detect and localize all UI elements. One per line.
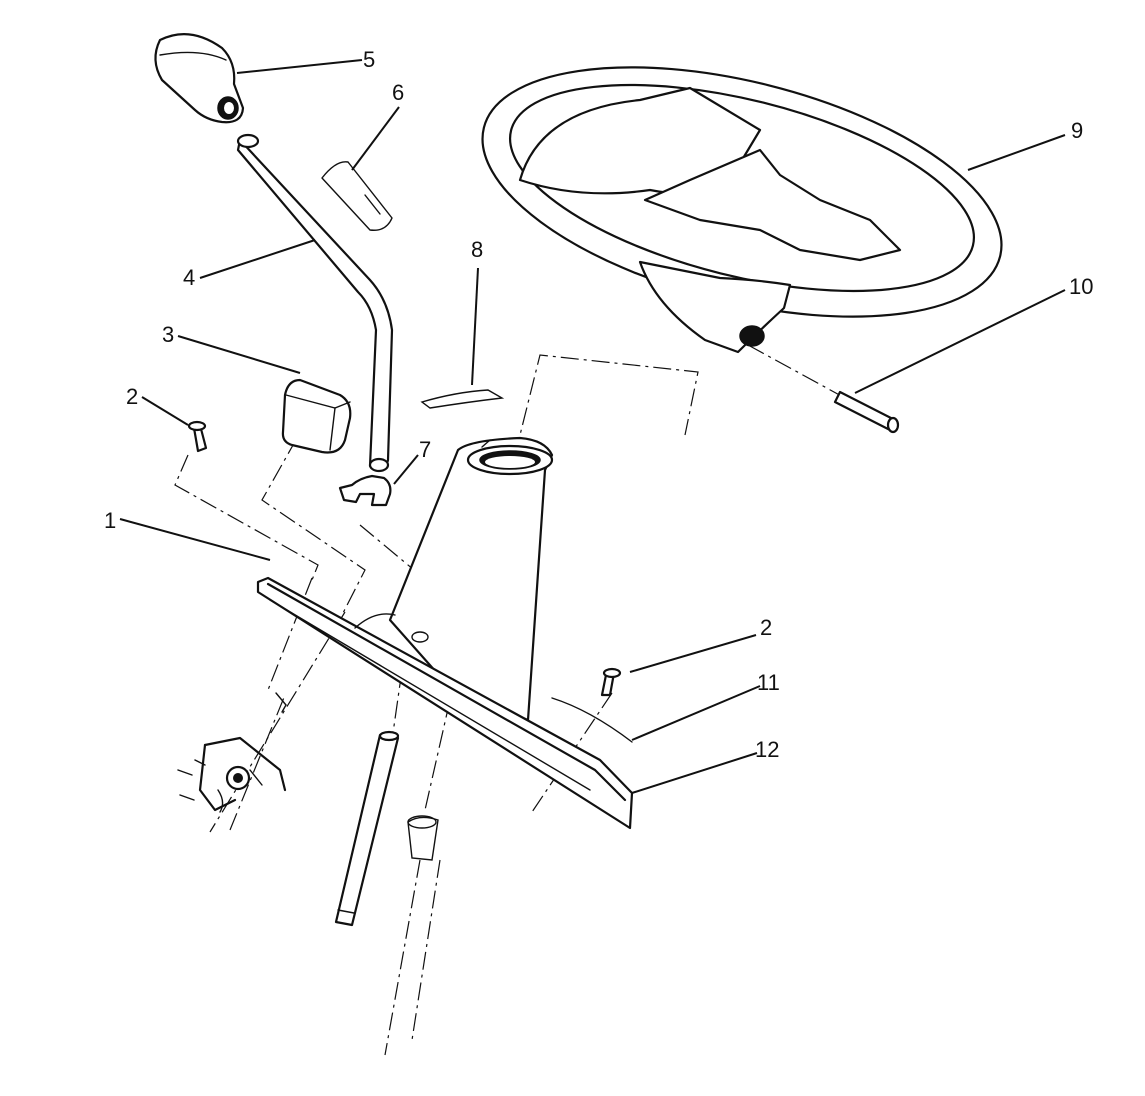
callout-6: 6 (392, 80, 404, 105)
decal (420, 389, 505, 409)
shift-knob (154, 33, 245, 124)
lower-tube-ghost (407, 815, 439, 861)
callout-9: 9 (1071, 118, 1083, 143)
ignition-switch (177, 692, 287, 813)
callout-10: 10 (1069, 274, 1093, 299)
callout-11: 11 (757, 670, 780, 695)
lever-guide-block (281, 378, 352, 454)
callout-1: 1 (104, 508, 116, 533)
callout-8: 8 (471, 237, 483, 262)
roll-pin (833, 390, 900, 434)
callout-2-left: 2 (126, 384, 138, 409)
washer (551, 697, 633, 743)
steering-column (388, 436, 554, 722)
callout-12: 12 (755, 737, 779, 762)
callout-2-right: 2 (760, 615, 772, 640)
leader-lines (119, 59, 1066, 794)
lever-clip (338, 474, 392, 507)
callout-7: 7 (419, 437, 431, 462)
steering-wheel (481, 66, 1003, 354)
shift-lever (236, 133, 394, 473)
lower-shaft (334, 730, 400, 927)
screw-left (187, 420, 208, 453)
screw-right (600, 667, 622, 697)
callout-4: 4 (183, 265, 195, 290)
shift-sleeve (321, 161, 393, 231)
callout-3: 3 (162, 322, 174, 347)
callout-5: 5 (363, 47, 375, 72)
callout-labels: 1 2 2 3 4 5 6 7 8 9 10 11 12 (104, 47, 1093, 762)
